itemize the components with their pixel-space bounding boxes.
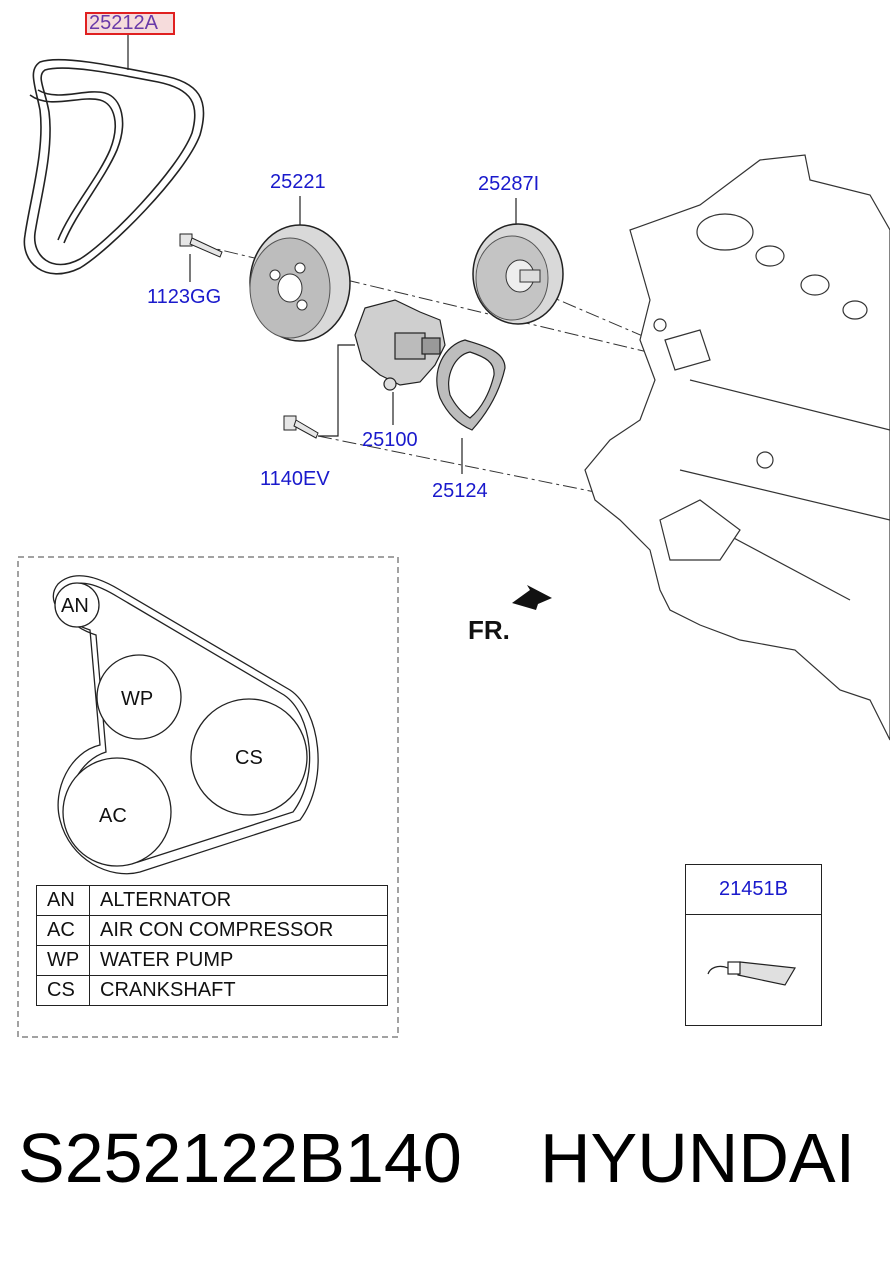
- routing-pulley-ac: [62, 757, 172, 867]
- front-arrow: [512, 585, 552, 610]
- legend-name: WATER PUMP: [89, 945, 388, 976]
- callout-belt[interactable]: 25212A: [89, 12, 158, 34]
- sealant-tube-icon: [707, 961, 796, 986]
- serpentine-belt: [23, 34, 205, 275]
- callout-gasket[interactable]: 25124: [432, 480, 488, 502]
- routing-pulley-wp: [96, 654, 182, 740]
- callout-bolt-upper[interactable]: 1123GG: [147, 286, 222, 308]
- bolt-upper: [179, 233, 223, 258]
- routing-label-cs: CS: [235, 747, 263, 769]
- water-pump: [354, 299, 446, 391]
- belt-highlight: [85, 12, 175, 35]
- callout-bolt-lower[interactable]: 1140EV: [260, 468, 330, 490]
- callout-pulley[interactable]: 25221: [270, 171, 326, 193]
- legend-code: WP: [36, 945, 90, 976]
- engine-block: [584, 154, 890, 741]
- callout-water-pump[interactable]: 25100: [362, 429, 418, 451]
- legend-name: CRANKSHAFT: [89, 975, 388, 1006]
- routing-label-ac: AC: [99, 805, 127, 827]
- legend-name: ALTERNATOR: [89, 885, 388, 916]
- legend-code: AN: [36, 885, 90, 916]
- front-label: FR.: [468, 615, 510, 645]
- routing-label-an: AN: [61, 595, 89, 617]
- footer-brand: HYUNDAI: [540, 1119, 856, 1197]
- routing-label-wp: WP: [121, 688, 154, 710]
- idler-pulley: [472, 223, 564, 325]
- routing-pulley-an: [54, 582, 100, 628]
- leader-lines: [189, 196, 517, 474]
- legend-name: AIR CON COMPRESSOR: [89, 915, 388, 946]
- pulley: [249, 224, 351, 342]
- callout-sealant[interactable]: 21451B: [686, 865, 821, 915]
- routing-frame: [17, 556, 399, 1038]
- legend-code: AC: [36, 915, 90, 946]
- gasket: [436, 339, 506, 431]
- bolt-lower: [283, 415, 319, 439]
- sealant-box: 21451B: [685, 864, 822, 1026]
- footer-part-number: S252122B140: [18, 1119, 462, 1197]
- routing-pulley-cs: [190, 698, 308, 816]
- legend-code: CS: [36, 975, 90, 1006]
- callout-idler[interactable]: 25287I: [478, 173, 540, 195]
